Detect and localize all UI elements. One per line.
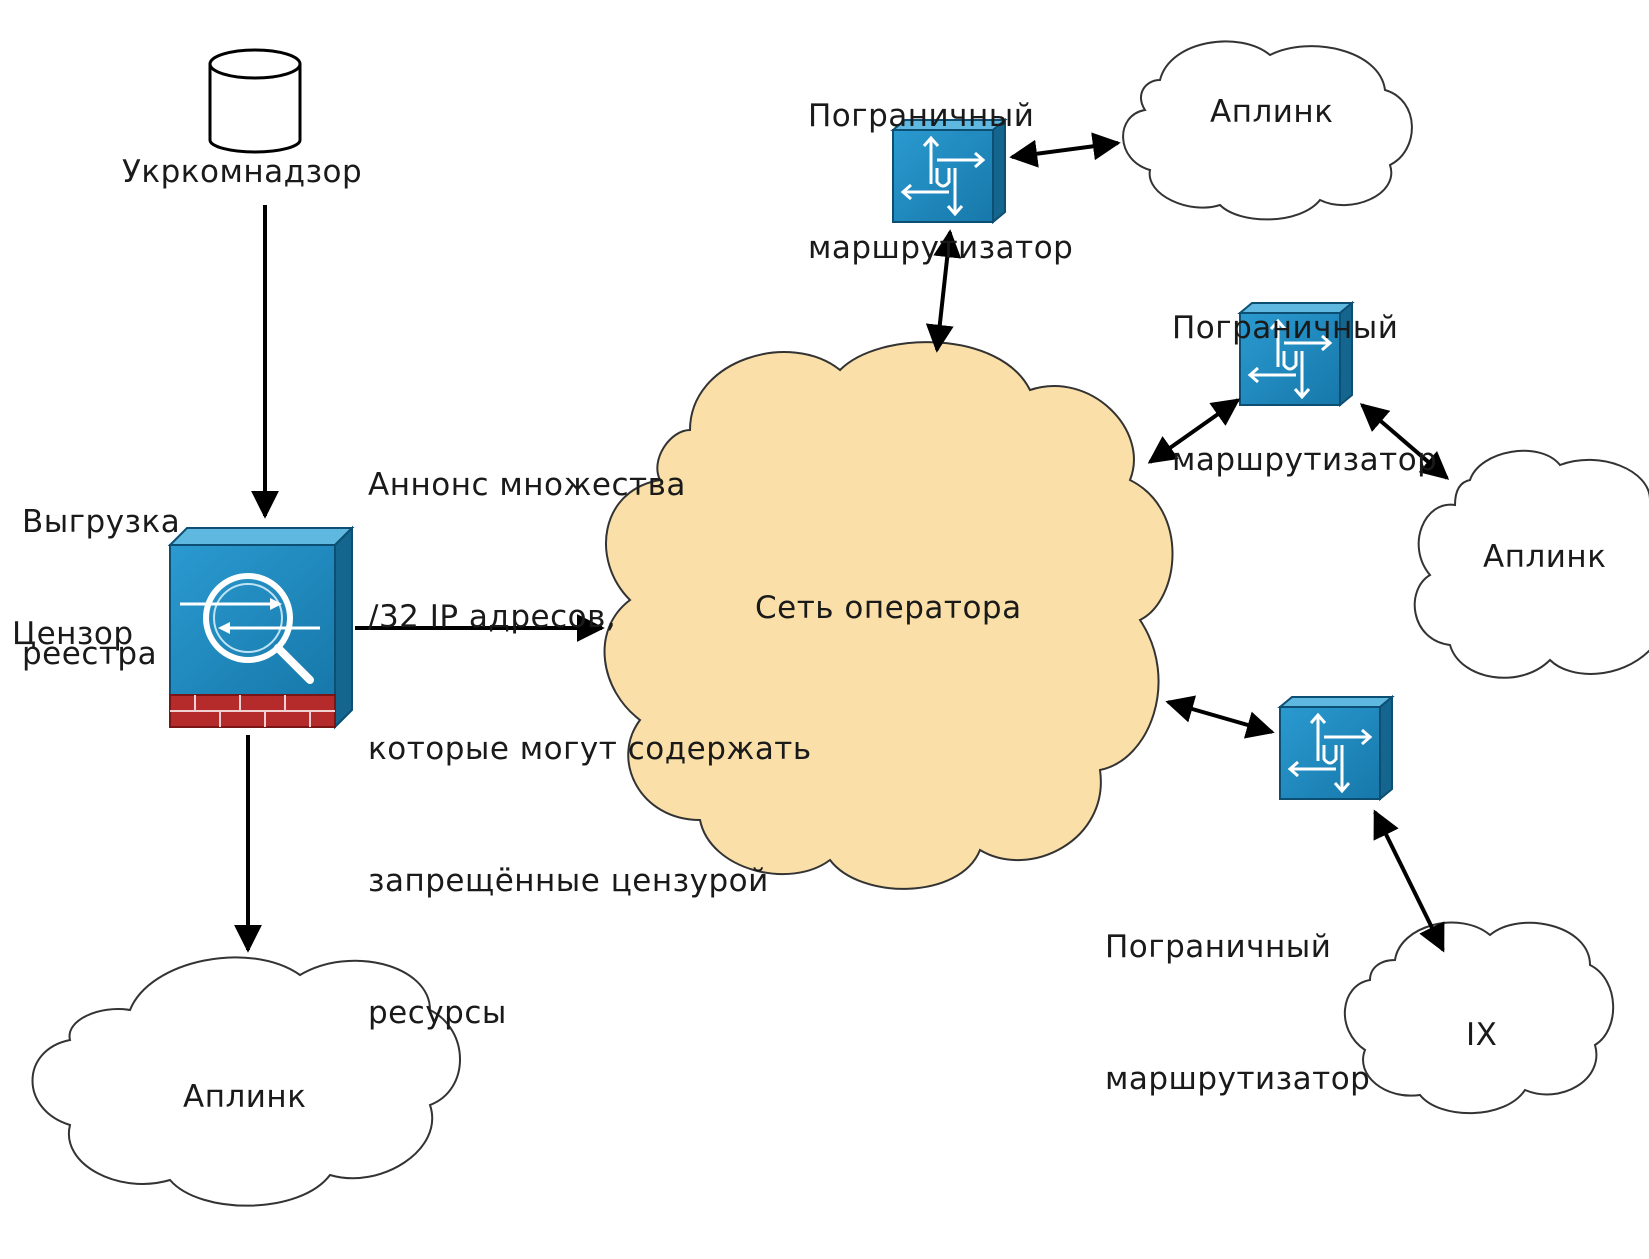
export-note-line-2: реестра	[22, 636, 158, 672]
arrow-router-top-operator	[925, 229, 962, 353]
announce-note-line-1: Аннонс множества	[368, 467, 686, 503]
uplink-bottom-label: Аплинк	[183, 1079, 307, 1115]
announce-note-line-3: которые могут содержать	[368, 731, 812, 767]
router-top-label-line-1: Пограничный	[808, 98, 1035, 134]
database-icon	[208, 48, 302, 154]
censor-label: Цензор	[12, 616, 134, 652]
announce-note-line-2: /32 IP адресов,	[368, 599, 617, 635]
router-bottom-label-line-2: маршрутизатор	[1105, 1061, 1371, 1097]
arrow-router-mid-operator	[1147, 398, 1241, 464]
ix-cloud	[1343, 921, 1615, 1115]
router-bottom-label: Пограничный маршрутизатор	[1105, 837, 1370, 1189]
arrow-router-top-uplink	[1009, 132, 1121, 168]
arrow-router-mid-uplink	[1359, 403, 1450, 480]
router-top-icon	[890, 117, 1008, 225]
announce-note-line-4: запрещённые цензурой	[368, 863, 769, 899]
router-mid-label: Пограничный маршрутизатор	[1172, 218, 1437, 570]
uplink-right-label: Аплинк	[1483, 539, 1607, 575]
firewall-icon	[167, 525, 355, 730]
announce-note: Аннонс множества /32 IP адресов, которые…	[368, 375, 812, 1123]
uplink-bottom-cloud	[31, 956, 461, 1207]
uplink-top-cloud	[1122, 40, 1413, 221]
router-mid-label-line-1: Пограничный	[1172, 310, 1399, 346]
router-top-label: Пограничный маршрутизатор	[808, 6, 1073, 358]
router-mid-label-line-2: маршрутизатор	[1172, 442, 1438, 478]
uplink-right-cloud	[1413, 449, 1649, 679]
operator-network-cloud	[603, 341, 1174, 890]
export-note: Выгрузка реестра	[22, 412, 180, 764]
ix-label: IX	[1466, 1017, 1498, 1053]
db-label: Укркомнадзор	[122, 154, 363, 190]
uplink-top-label: Аплинк	[1210, 94, 1334, 130]
announce-note-line-5: ресурсы	[368, 995, 507, 1031]
arrow-router-bot-operator	[1165, 695, 1275, 739]
arrow-router-bot-ix	[1373, 809, 1445, 953]
router-bottom-label-line-1: Пограничный	[1105, 929, 1332, 965]
export-note-line-1: Выгрузка	[22, 504, 181, 540]
router-mid-icon	[1237, 300, 1355, 408]
operator-network-label: Сеть оператора	[755, 590, 1022, 626]
router-bottom-icon	[1277, 694, 1395, 802]
router-top-label-line-2: маршрутизатор	[808, 230, 1074, 266]
